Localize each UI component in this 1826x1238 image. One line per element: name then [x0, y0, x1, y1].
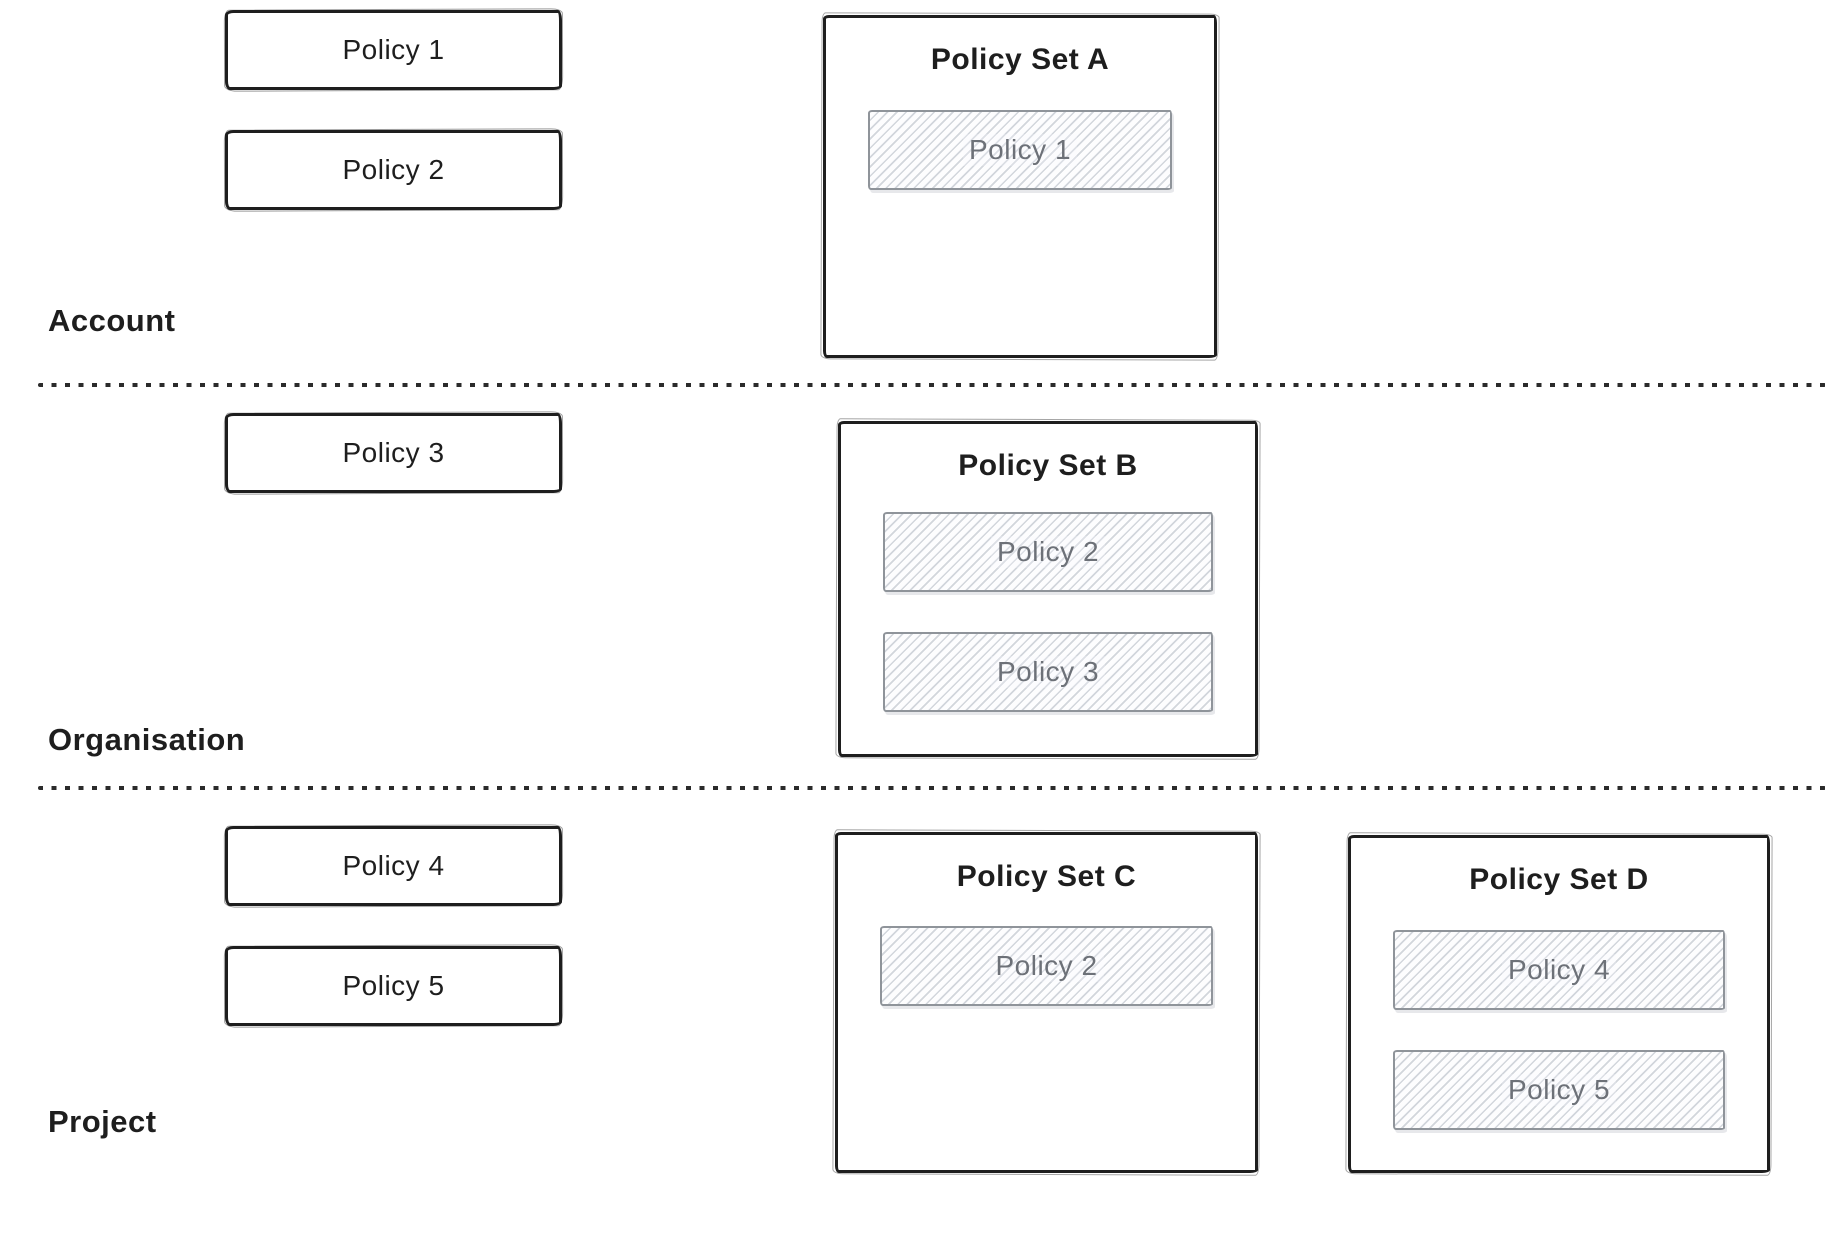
scope-divider-organisation-project [38, 786, 1826, 790]
policy-box-policy-4: Policy 4 [225, 826, 562, 906]
scope-divider-account-organisation [38, 383, 1826, 387]
policy-set-title: Policy Set B [958, 449, 1138, 482]
hatched-policy-label: Policy 2 [990, 536, 1106, 568]
policy-box-label: Policy 5 [342, 970, 445, 1001]
policy-set-a-container: Policy Set A Policy 1 [823, 15, 1217, 358]
policy-box-label: Policy 2 [342, 154, 445, 185]
policy-set-c-container: Policy Set C Policy 2 [835, 832, 1258, 1173]
policy-box-policy-3: Policy 3 [225, 413, 562, 493]
policy-set-title: Policy Set D [1469, 863, 1649, 896]
policy-box-policy-5: Policy 5 [225, 946, 562, 1026]
policy-set-b-container: Policy Set B Policy 2 Policy 3 [838, 421, 1258, 757]
policy-set-b-member-policy-2: Policy 2 [883, 512, 1213, 592]
policy-box-policy-2: Policy 2 [225, 130, 562, 210]
policy-box-policy-1: Policy 1 [225, 10, 562, 90]
hatched-policy-label: Policy 2 [989, 950, 1104, 982]
policy-set-c-member-policy-2: Policy 2 [880, 926, 1213, 1006]
policy-box-label: Policy 4 [342, 850, 445, 881]
scope-label-project: Project [48, 1104, 157, 1139]
policy-set-b-member-policy-3: Policy 3 [883, 632, 1213, 712]
policy-set-a-member-policy-1: Policy 1 [868, 110, 1172, 190]
policy-set-d-container: Policy Set D Policy 4 Policy 5 [1348, 835, 1770, 1173]
hatched-policy-label: Policy 3 [990, 656, 1106, 688]
policy-set-d-member-policy-5: Policy 5 [1393, 1050, 1725, 1130]
policy-set-title: Policy Set C [956, 860, 1137, 893]
policy-set-d-member-policy-4: Policy 4 [1393, 930, 1725, 1010]
hatched-policy-label: Policy 1 [962, 134, 1078, 166]
hatched-policy-label: Policy 4 [1501, 954, 1617, 986]
policy-box-label: Policy 1 [342, 34, 445, 65]
hatched-policy-label: Policy 5 [1501, 1074, 1617, 1106]
policy-set-title: Policy Set A [930, 43, 1110, 76]
policy-box-label: Policy 3 [342, 437, 445, 468]
scope-label-account: Account [48, 303, 176, 338]
scope-label-organisation: Organisation [48, 722, 246, 757]
